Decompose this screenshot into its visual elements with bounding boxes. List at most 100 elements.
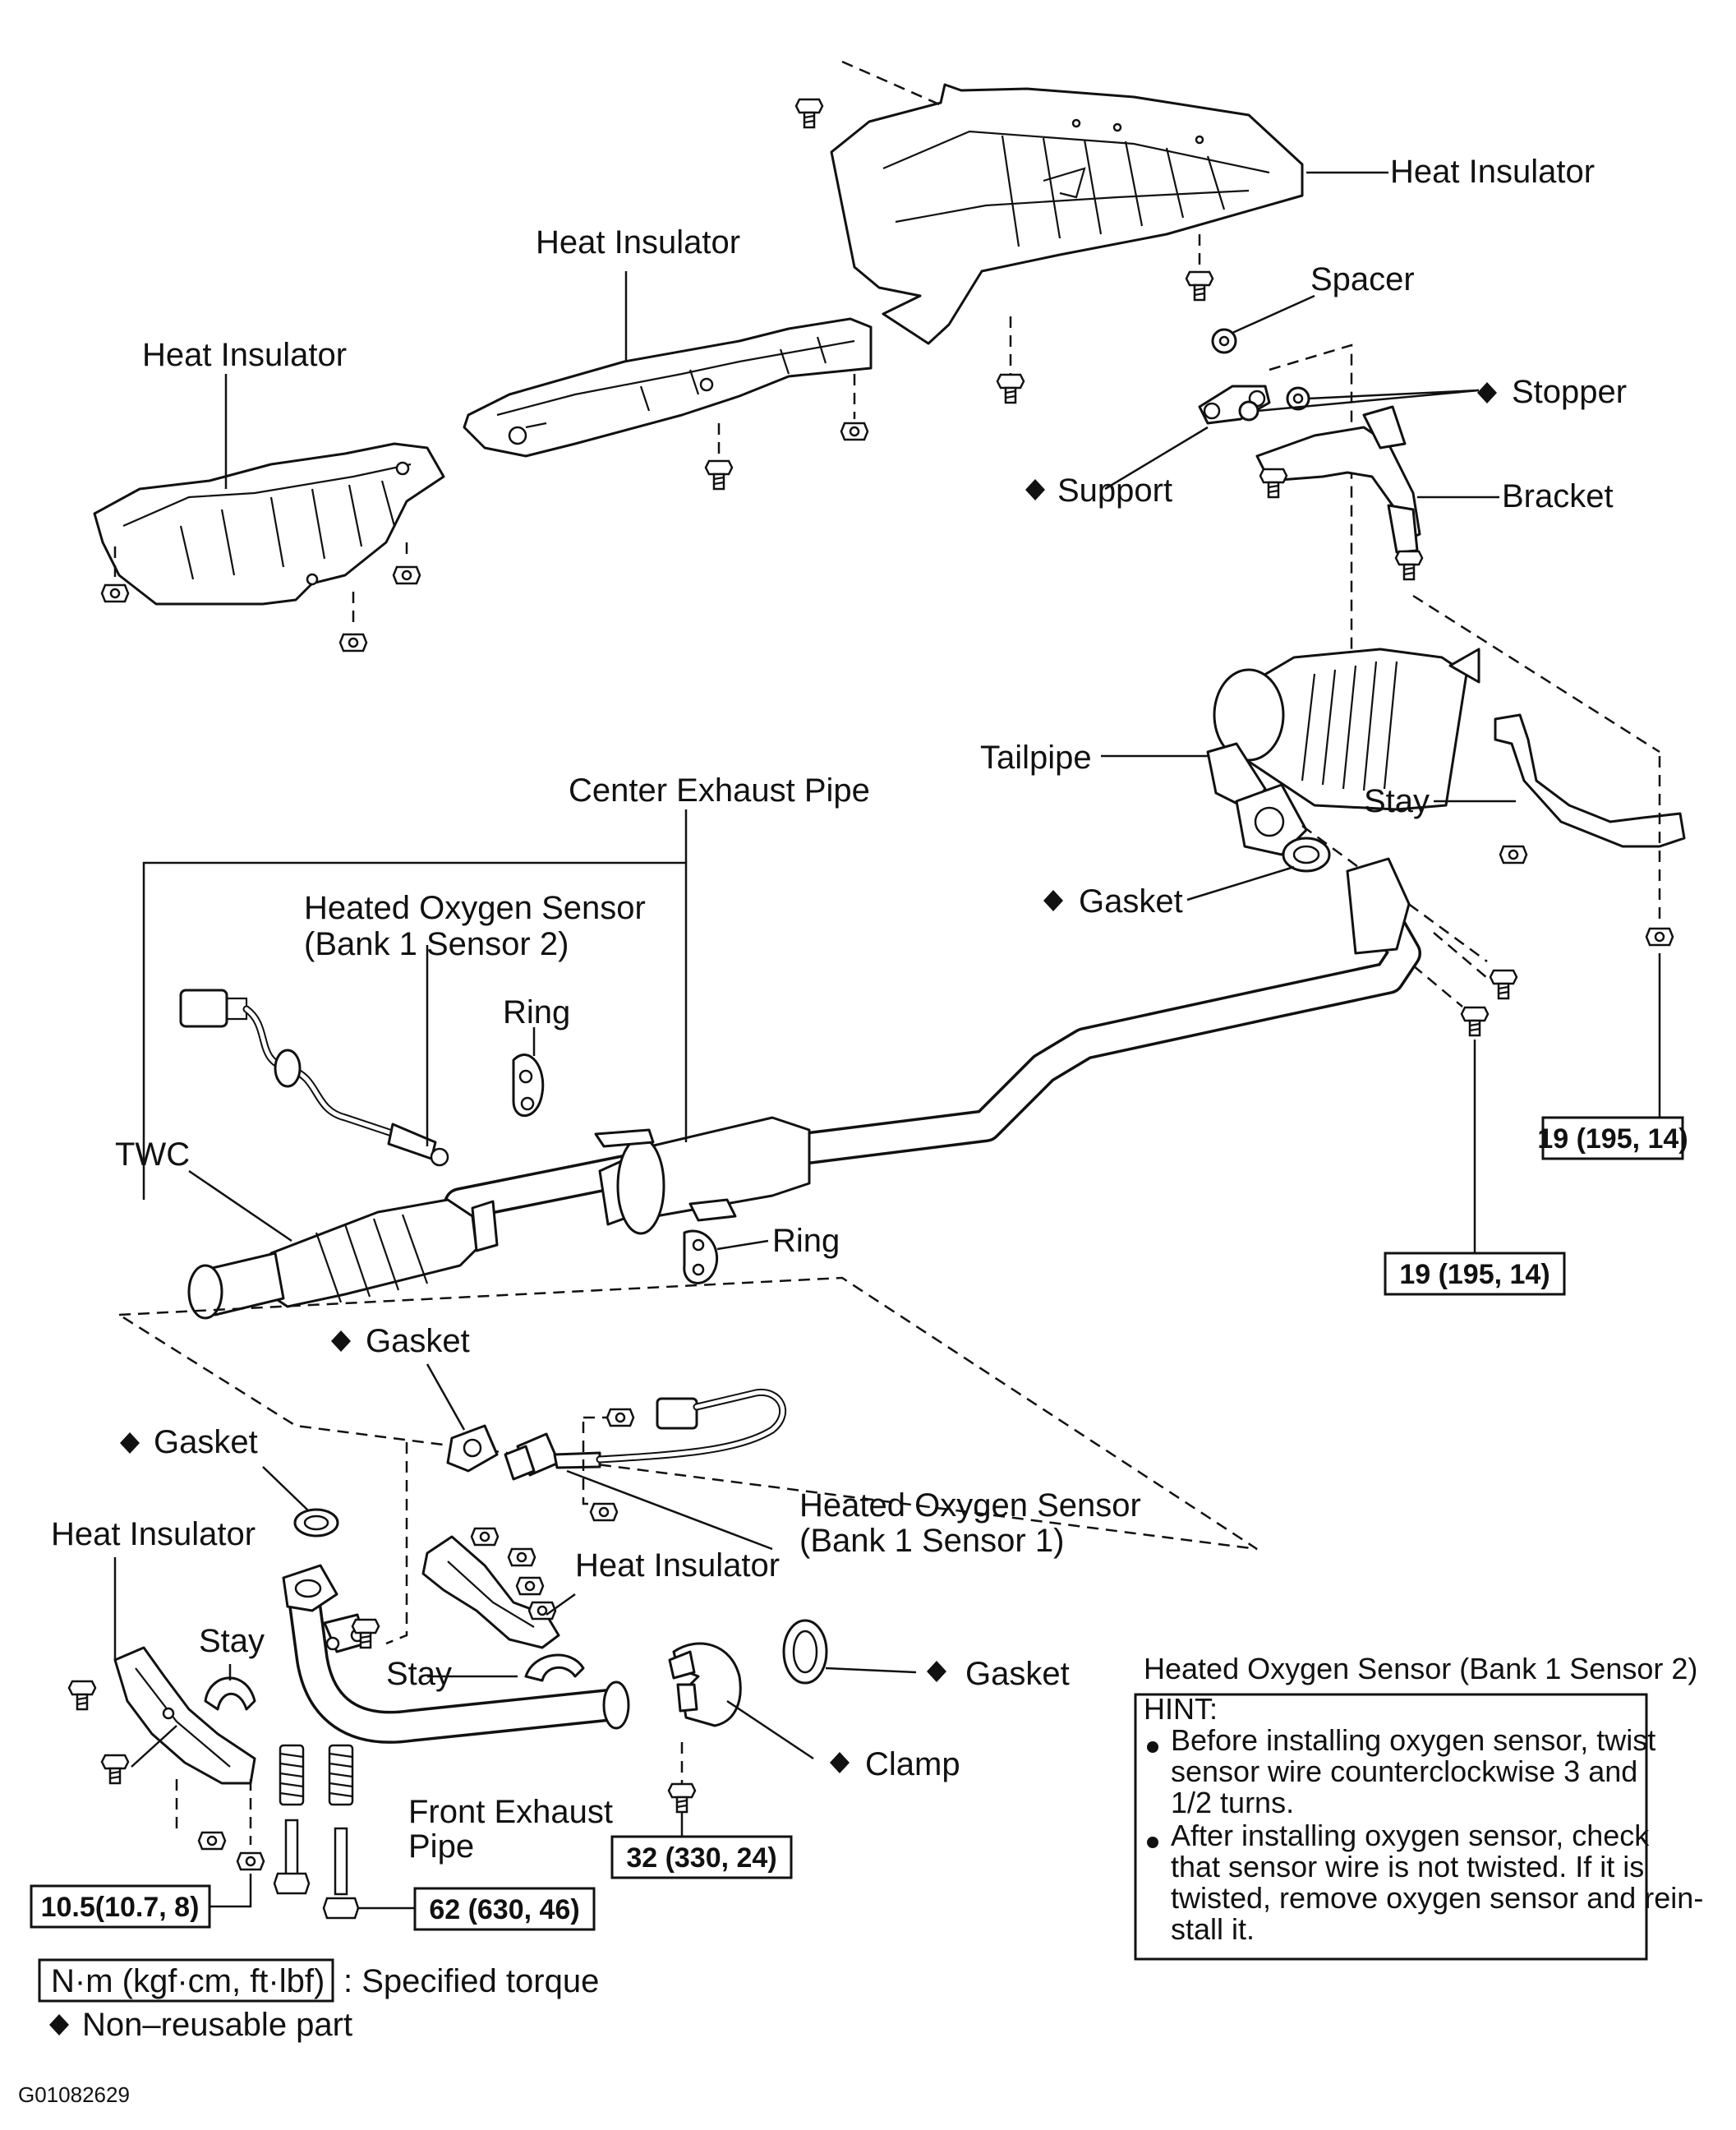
label-gasket-upper-front: Gasket — [366, 1323, 470, 1359]
spring-icon — [279, 1744, 305, 1806]
nut-icon — [507, 1547, 536, 1567]
label-spacer: Spacer — [1310, 261, 1415, 297]
diamond-icon — [49, 2014, 69, 2035]
label-ho2s-bank1-sensor1-line2: (Bank 1 Sensor 1) — [799, 1523, 1064, 1559]
heat-insulator-left-part — [93, 442, 445, 606]
torque-legend-box — [38, 1958, 334, 2003]
gasket-clamp-part — [782, 1619, 828, 1685]
nut-icon — [1645, 927, 1674, 947]
hint-item-2-line-1: After installing oxygen sensor, check — [1171, 1819, 1650, 1852]
label-clamp: Clamp — [865, 1746, 960, 1782]
nut-icon — [338, 633, 368, 652]
stud-bolt-icon — [322, 1827, 360, 1920]
legend-torque-unit: N·m (kgf·cm, ft·lbf) — [51, 1963, 325, 1999]
bullet-icon — [1147, 1837, 1158, 1848]
torque-box — [30, 1884, 211, 1929]
figure-id: G01082629 — [18, 2082, 130, 2107]
hint-item-2-line-3: twisted, remove oxygen sensor and rein- — [1171, 1881, 1703, 1915]
diamond-icon — [1043, 890, 1063, 911]
bolt-icon — [1394, 550, 1424, 581]
label-ring-lower: Ring — [772, 1223, 840, 1259]
label-tailpipe: Tailpipe — [980, 740, 1092, 776]
heat-insulator-rear-part — [830, 83, 1304, 345]
hint-item-2-line-4: stall it. — [1171, 1912, 1255, 1946]
nut-icon — [100, 583, 130, 603]
label-heat-insulator-left: Heat Insulator — [142, 337, 347, 373]
label-center-exhaust-pipe: Center Exhaust Pipe — [569, 772, 870, 809]
stay-front-left-part — [204, 1676, 256, 1711]
torque-box — [1541, 1116, 1684, 1160]
diamond-icon — [1477, 382, 1497, 403]
nut-icon — [606, 1408, 635, 1427]
clamp-part — [668, 1642, 742, 1727]
label-stay-rear: Stay — [1364, 783, 1430, 819]
bolt-icon — [1460, 1006, 1490, 1037]
ho2s-bank1-sensor2-part — [179, 989, 449, 1167]
ring-upper-part — [512, 1053, 545, 1117]
torque-front-pipe-bolt: 62 (630, 46) — [429, 1894, 579, 1925]
heat-insulator-front-part — [421, 1535, 560, 1649]
torque-clamp-bolt: 32 (330, 24) — [626, 1842, 776, 1874]
ring-lower-part — [683, 1229, 719, 1284]
nut-icon — [840, 422, 869, 441]
stay-front-center-part — [524, 1653, 585, 1682]
bolt-icon — [1259, 468, 1288, 499]
torque-box — [610, 1835, 793, 1879]
diamond-icon — [331, 1330, 351, 1352]
label-heat-insulator-center: Heat Insulator — [536, 224, 740, 260]
torque-heat-insulator-bolt: 10.5(10.7, 8) — [41, 1892, 200, 1923]
bolt-icon — [100, 1754, 130, 1785]
nut-icon — [1499, 845, 1528, 864]
hint-title: Heated Oxygen Sensor (Bank 1 Sensor 2) — [1144, 1652, 1697, 1685]
torque-tailpipe-stay-nut: 19 (195, 14) — [1537, 1123, 1688, 1155]
label-gasket-tailpipe: Gasket — [1079, 883, 1183, 920]
gasket-upper-front-part — [446, 1424, 499, 1473]
diamond-icon — [1025, 479, 1045, 500]
gasket-front-left-part — [293, 1508, 339, 1538]
stud-bolt-icon — [273, 1819, 311, 1895]
nut-icon — [236, 1851, 265, 1871]
label-ho2s-bank1-sensor2-line2: (Bank 1 Sensor 2) — [304, 926, 569, 962]
diamond-icon — [927, 1661, 946, 1682]
diamond-icon — [830, 1752, 850, 1773]
label-twc: TWC — [115, 1136, 190, 1173]
label-stay-front-left: Stay — [199, 1623, 265, 1659]
stay-rear-part — [1494, 713, 1686, 848]
bullet-icon — [1147, 1741, 1158, 1753]
hint-box — [1134, 1693, 1648, 1961]
label-front-exhaust-pipe-line1: Front Exhaust — [408, 1794, 613, 1830]
tailpipe-part — [1206, 648, 1480, 856]
torque-box — [1384, 1252, 1566, 1296]
nut-icon — [589, 1502, 619, 1522]
center-exhaust-pipe-part — [444, 857, 1421, 1235]
label-ho2s-bank1-sensor2-line1: Heated Oxygen Sensor — [304, 890, 646, 926]
label-heat-insulator-rear: Heat Insulator — [1390, 154, 1595, 190]
label-support: Support — [1057, 473, 1172, 509]
hint-heading: HINT: — [1144, 1692, 1218, 1726]
bolt-icon — [996, 373, 1025, 404]
label-gasket-clamp: Gasket — [965, 1656, 1070, 1692]
spacer-part — [1211, 328, 1237, 354]
spring-icon — [328, 1744, 354, 1806]
bolt-icon — [67, 1680, 97, 1711]
label-gasket-front-left: Gasket — [154, 1424, 258, 1460]
gasket-tailpipe-part — [1282, 837, 1331, 873]
label-ho2s-bank1-sensor1-line1: Heated Oxygen Sensor — [799, 1487, 1141, 1524]
front-exhaust-pipe-part — [282, 1564, 630, 1744]
nut-icon — [197, 1831, 227, 1851]
nut-icon — [515, 1576, 545, 1596]
hint-item-1-line-1: Before installing oxygen sensor, twist — [1171, 1723, 1655, 1757]
support-part — [1198, 385, 1271, 425]
bolt-icon — [1185, 270, 1214, 302]
bolt-icon — [794, 98, 824, 129]
bolt-icon — [1489, 969, 1518, 1000]
nut-icon — [470, 1527, 500, 1547]
hint-item-1-line-2: sensor wire counterclockwise 3 and — [1171, 1754, 1637, 1788]
heat-insulator-center-part — [463, 317, 873, 458]
bolt-icon — [667, 1782, 697, 1814]
hint-item-1-line-3: 1/2 turns. — [1171, 1786, 1294, 1819]
label-stopper: Stopper — [1512, 374, 1627, 410]
label-front-exhaust-pipe-line2: Pipe — [408, 1828, 474, 1865]
legend-non-reusable: Non–reusable part — [82, 2007, 352, 2043]
